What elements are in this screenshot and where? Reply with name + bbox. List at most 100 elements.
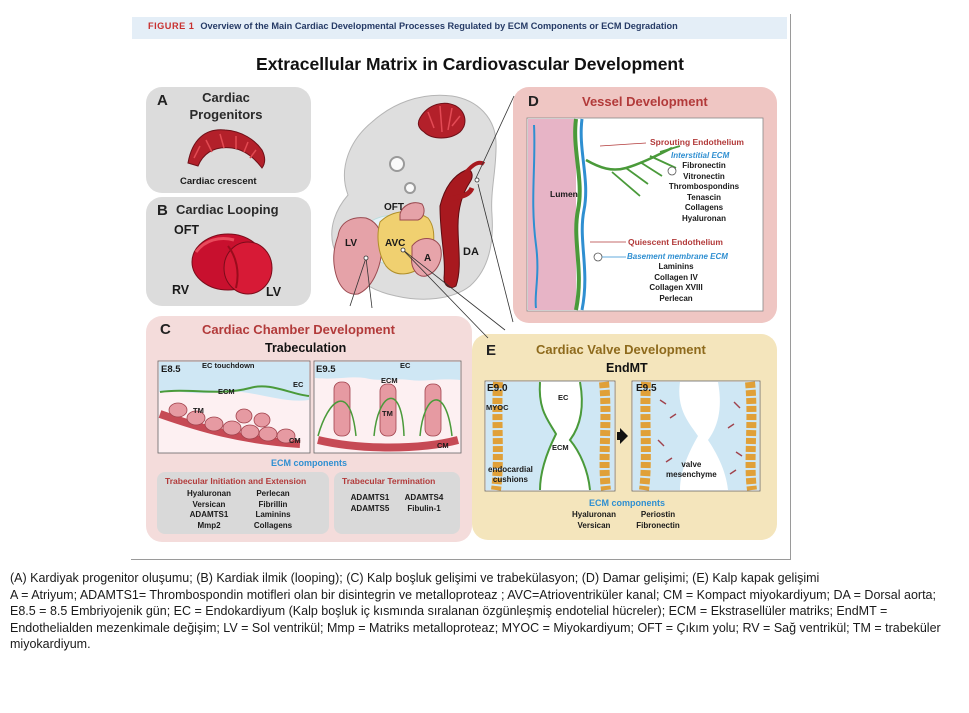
termination-title: Trabecular Termination [342, 476, 436, 486]
progression-arrow [620, 428, 628, 444]
termination-item: ADAMTS5 [350, 503, 390, 513]
panel-b-lv-label: LV [266, 285, 282, 299]
embryo-oft-label: OFT [384, 202, 404, 213]
trabeculation-e95-graphic [313, 360, 462, 454]
termination-item: ADAMTS1 [350, 493, 390, 502]
panel-b-oft-label: OFT [174, 223, 199, 237]
c-ec-label-2: EC [400, 361, 411, 370]
initiation-col1: Hyaluronan Versican ADAMTS1 Mmp2 [176, 489, 242, 531]
myoc-label: MYOC [486, 403, 509, 412]
cushions-line2: cushions [492, 475, 529, 484]
basement-item: Laminins [658, 262, 694, 271]
panel-c-title: Cardiac Chamber Development [202, 322, 395, 337]
c-cm-label-2: CM [437, 441, 449, 450]
panel-c-letter: C [160, 321, 171, 338]
c-ec-label-1: EC [293, 380, 304, 389]
basement-item: Collagen XVIII [649, 283, 703, 292]
interstitial-item: Collagens [684, 203, 724, 212]
panel-e-letter: E [486, 342, 497, 359]
sprouting-endothelium-label: Sprouting Endothelium [650, 137, 744, 147]
embryo-da-label: DA [463, 246, 479, 258]
e-ec-label: EC [558, 393, 569, 402]
basement-membrane-list: Laminins Collagen IV Collagen XVIII Perl… [635, 262, 717, 304]
trabeculation-e85-graphic [157, 360, 311, 454]
panel-d-title: Vessel Development [582, 94, 708, 109]
figure-label: FIGURE 1 [148, 21, 195, 31]
initiation-box [157, 472, 329, 534]
interstitial-item: Hyaluronan [681, 213, 726, 223]
initiation-col2: Perlecan Fibrillin Laminins Collagens [243, 489, 303, 531]
cardiac-crescent-label: Cardiac crescent [180, 176, 257, 187]
valve-ecm-item: Versican [577, 520, 611, 530]
interstitial-item: Thrombospondins [668, 182, 740, 191]
initiation-item: Hyaluronan [186, 489, 231, 498]
looping-heart-graphic [191, 233, 273, 295]
e-ecm-label: ECM [552, 443, 569, 452]
panel-a-letter: A [157, 92, 168, 109]
initiation-item: Collagens [253, 520, 293, 530]
basement-membrane-label: Basement membrane ECM [627, 252, 728, 261]
quiescent-endothelium-label: Quiescent Endothelium [628, 237, 723, 247]
embryo-lv-label: LV [345, 238, 358, 249]
valve-line1: valve [681, 460, 702, 469]
c-tm-label-2: TM [382, 409, 393, 418]
diagram-title: Extracellular Matrix in Cardiovascular D… [256, 54, 684, 74]
initiation-title: Trabecular Initiation and Extension [165, 476, 307, 486]
initiation-item: Laminins [255, 510, 291, 519]
c-ecm-label-1: ECM [218, 387, 235, 396]
stage-e85-label: E8.5 [161, 364, 181, 375]
interstitial-ecm-list: Fibronectin Vitronectin Thrombospondins … [660, 161, 748, 224]
vessel-inner-graphic [526, 117, 764, 312]
c-tm-label-1: TM [193, 406, 204, 415]
figure-frame [131, 14, 791, 560]
cushions-line1: endocardial [488, 465, 533, 474]
panel-b-title: Cardiac Looping [176, 202, 279, 217]
connector-lines [349, 95, 515, 339]
caption-line1: (A) Kardiyak progenitor oluşumu; (B) Kar… [10, 571, 820, 585]
ec-touchdown-label: EC touchdown [202, 361, 255, 370]
embryo-a-label: A [424, 253, 432, 264]
endocardial-cushions-label: endocardial cushions [488, 465, 533, 485]
initiation-item: Mmp2 [197, 520, 221, 530]
panel-b-rv-label: RV [172, 283, 190, 297]
termination-box [334, 472, 460, 534]
caption-line2: A = Atriyum; ADAMTS1= Thrombospondin mot… [10, 587, 941, 652]
stage-e90-label: E9.0 [487, 383, 508, 394]
interstitial-item: Vitronectin [683, 171, 725, 181]
initiation-item: Perlecan [256, 489, 290, 498]
panel-e-title: Cardiac Valve Development [536, 342, 706, 357]
termination-item: Fibulin-1 [407, 503, 441, 513]
interstitial-item: Tenascin [686, 192, 722, 202]
basement-item: Collagen IV [654, 272, 698, 282]
panel-d-letter: D [528, 93, 539, 110]
figure-header: FIGURE 1 Overview of the Main Cardiac Dev… [148, 21, 678, 31]
stage-e95-label-c: E9.5 [316, 364, 336, 375]
embryo-graphic [331, 94, 497, 300]
termination-col1: ADAMTS1 ADAMTS5 [344, 493, 396, 514]
initiation-item: Fibrillin [258, 499, 288, 509]
panel-b-letter: B [157, 202, 168, 219]
valve-mesenchyme-label: valve mesenchyme [666, 460, 717, 480]
valve-ecm-item: Periostin [640, 510, 676, 519]
panel-e-components-title: ECM components [589, 498, 666, 508]
panel-e-col1: Hyaluronan Versican [563, 510, 625, 531]
endmt-e90-graphic [484, 380, 616, 492]
interstitial-item: Fibronectin [682, 161, 726, 170]
c-ecm-label-2: ECM [381, 376, 398, 385]
figure-title: Overview of the Main Cardiac Development… [200, 21, 678, 31]
basement-item: Perlecan [659, 293, 693, 303]
endmt-e95-graphic [631, 380, 761, 492]
termination-item: ADAMTS4 [404, 493, 444, 502]
stage-e95-label-e: E9.5 [636, 383, 657, 394]
termination-col2: ADAMTS4 Fibulin-1 [398, 493, 450, 514]
lumen-label: Lumen [550, 189, 578, 199]
initiation-item: ADAMTS1 [189, 510, 229, 519]
panel-e-subtitle: EndMT [606, 361, 648, 375]
panel-a-title-line1: Cardiac [202, 90, 250, 105]
panel-c-components-title: ECM components [271, 458, 348, 468]
panel-a-title-line2: Progenitors [189, 107, 263, 122]
panel-e-col2: Periostin Fibronectin [627, 510, 689, 531]
figure-header-bar [132, 17, 787, 39]
initiation-item: Versican [192, 499, 226, 509]
